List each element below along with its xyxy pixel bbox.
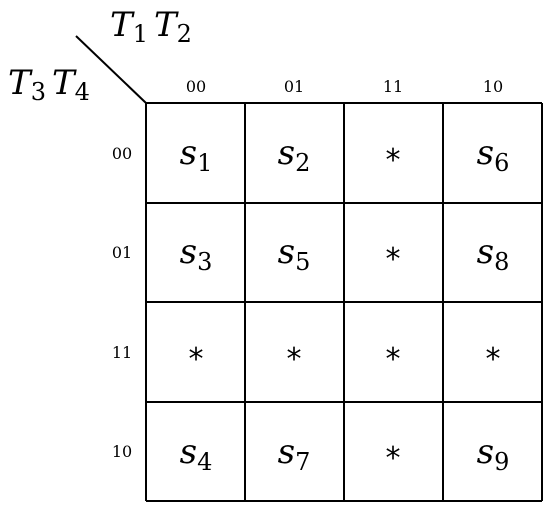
cell-subscript: 1 <box>197 149 212 177</box>
cell-r00-c01: s2 <box>278 133 311 177</box>
cell-subscript: 9 <box>494 448 509 476</box>
row-header-00: 00 <box>112 144 132 163</box>
cell-subscript: 2 <box>295 149 310 177</box>
cell-r11-c01-star: * <box>287 342 302 377</box>
cell-r01-c00: s3 <box>180 232 213 276</box>
cell-subscript: 5 <box>295 248 310 276</box>
cell-r11-c11-star: * <box>386 342 401 377</box>
cell-r01-c01: s5 <box>278 232 311 276</box>
cell-letter: s <box>278 232 295 272</box>
cell-r10-c10: s9 <box>477 432 510 476</box>
cell-r01-c10: s8 <box>477 232 510 276</box>
column-variable-1-subscript: 1 <box>133 20 148 48</box>
row-header-01: 01 <box>112 243 132 262</box>
cell-letter: s <box>180 432 197 472</box>
cell-r11-c00-star: * <box>189 342 204 377</box>
row-variable-1-letter: T <box>8 63 33 103</box>
cell-subscript: 4 <box>197 448 212 476</box>
cell-letter: s <box>180 133 197 173</box>
cell-r10-c11-star: * <box>386 441 401 476</box>
cell-r11-c10-star: * <box>486 342 501 377</box>
row-variable-1-subscript: 3 <box>31 78 46 106</box>
cell-r00-c10: s6 <box>477 133 510 177</box>
map-grid <box>145 102 543 502</box>
cell-r00-c11-star: * <box>386 143 401 178</box>
row-variable-2-letter: T <box>52 63 77 103</box>
cell-letter: s <box>477 432 494 472</box>
column-header-10: 10 <box>483 77 503 96</box>
row-header-11: 11 <box>112 343 132 362</box>
row-header-10: 10 <box>112 442 132 461</box>
cell-r10-c00: s4 <box>180 432 213 476</box>
cell-r01-c11-star: * <box>386 242 401 277</box>
cell-letter: s <box>278 133 295 173</box>
row-variable-2-subscript: 4 <box>75 78 90 106</box>
column-variable-2-subscript: 2 <box>177 20 192 48</box>
cell-r10-c01: s7 <box>278 432 311 476</box>
column-variable-2-letter: T <box>154 5 179 45</box>
cell-letter: s <box>180 232 197 272</box>
column-variable-1-letter: T <box>110 5 135 45</box>
cell-subscript: 3 <box>197 248 212 276</box>
cell-subscript: 6 <box>494 149 509 177</box>
cell-subscript: 7 <box>295 448 310 476</box>
column-header-01: 01 <box>284 77 304 96</box>
column-header-00: 00 <box>186 77 206 96</box>
column-header-11: 11 <box>383 77 403 96</box>
corner-diagonal <box>75 35 147 104</box>
cell-letter: s <box>477 133 494 173</box>
cell-letter: s <box>278 432 295 472</box>
cell-subscript: 8 <box>494 248 509 276</box>
cell-letter: s <box>477 232 494 272</box>
cell-r00-c00: s1 <box>180 133 213 177</box>
